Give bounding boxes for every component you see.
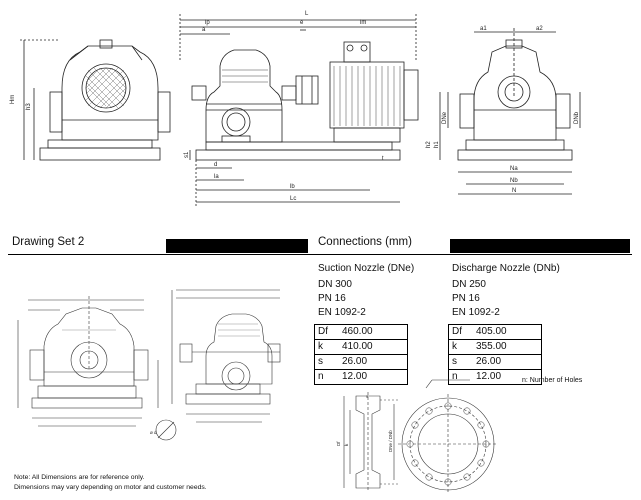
discharge-val-3: 12.00 [473, 369, 542, 385]
dim-la: la [214, 174, 219, 180]
discharge-dn: DN 250 [452, 279, 486, 290]
dim-a1: a1 [480, 26, 487, 32]
flange-dim-df: Df [336, 441, 341, 446]
discharge-std: EN 1092-2 [452, 307, 500, 318]
suction-std: EN 1092-2 [318, 307, 366, 318]
dim-h1: h1 [434, 141, 440, 148]
section-title-drawing-set-2: Drawing Set 2 [12, 236, 85, 248]
section-rule [8, 254, 632, 255]
top-drawing-set: L lp a e lm Hm h3 a1 a2 DNe DNb h1 h2 s1… [10, 11, 581, 206]
dim-Lc: Lc [290, 196, 296, 202]
section-bar-left [166, 239, 308, 253]
flange-dim-dn: DNe / DNb [388, 430, 393, 452]
dim-a: a [202, 27, 206, 33]
section-title-connections: Connections (mm) [318, 236, 412, 248]
dim-lm: lm [360, 20, 366, 26]
dim-lb: lb [290, 184, 295, 190]
dim-Na: Na [510, 166, 518, 172]
discharge-nozzle-title: Discharge Nozzle (DNb) [452, 263, 560, 274]
dim-DNe: DNe [442, 111, 448, 124]
right-end-view [457, 39, 573, 161]
dim-L: L [305, 11, 309, 17]
set2-dim-d: ø d [150, 430, 157, 435]
section-bar-right [450, 239, 630, 253]
left-end-view [39, 39, 171, 161]
discharge-key-3: n [448, 369, 473, 385]
holes-legend: n: Number of Holes [522, 377, 583, 384]
suction-val-3: 12.00 [339, 369, 408, 385]
dim-h2: h2 [426, 141, 432, 148]
dim-a2: a2 [536, 26, 543, 32]
dim-Hm: Hm [10, 95, 16, 104]
dim-lp: lp [205, 20, 210, 26]
note-line-1: Note: All Dimensions are for reference o… [14, 474, 145, 481]
dim-N: N [512, 188, 516, 194]
flange-dim-s: s [366, 394, 369, 399]
dim-t: t [382, 156, 384, 162]
front-view [191, 41, 419, 161]
dim-d: d [214, 162, 217, 168]
suction-pn: PN 16 [318, 293, 346, 304]
discharge-pn: PN 16 [452, 293, 480, 304]
suction-key-3: n [314, 369, 339, 385]
note-line-2: Dimensions may vary depending on motor a… [14, 484, 207, 491]
dim-e: e [300, 20, 304, 26]
dim-h3: h3 [26, 103, 32, 110]
suction-dn: DN 300 [318, 279, 352, 290]
dim-s1: s1 [184, 151, 190, 158]
flange-dim-k: k [344, 443, 349, 446]
suction-nozzle-title: Suction Nozzle (DNe) [318, 263, 415, 274]
dim-DNb: DNb [574, 111, 580, 124]
dim-Nb: Nb [510, 178, 518, 184]
